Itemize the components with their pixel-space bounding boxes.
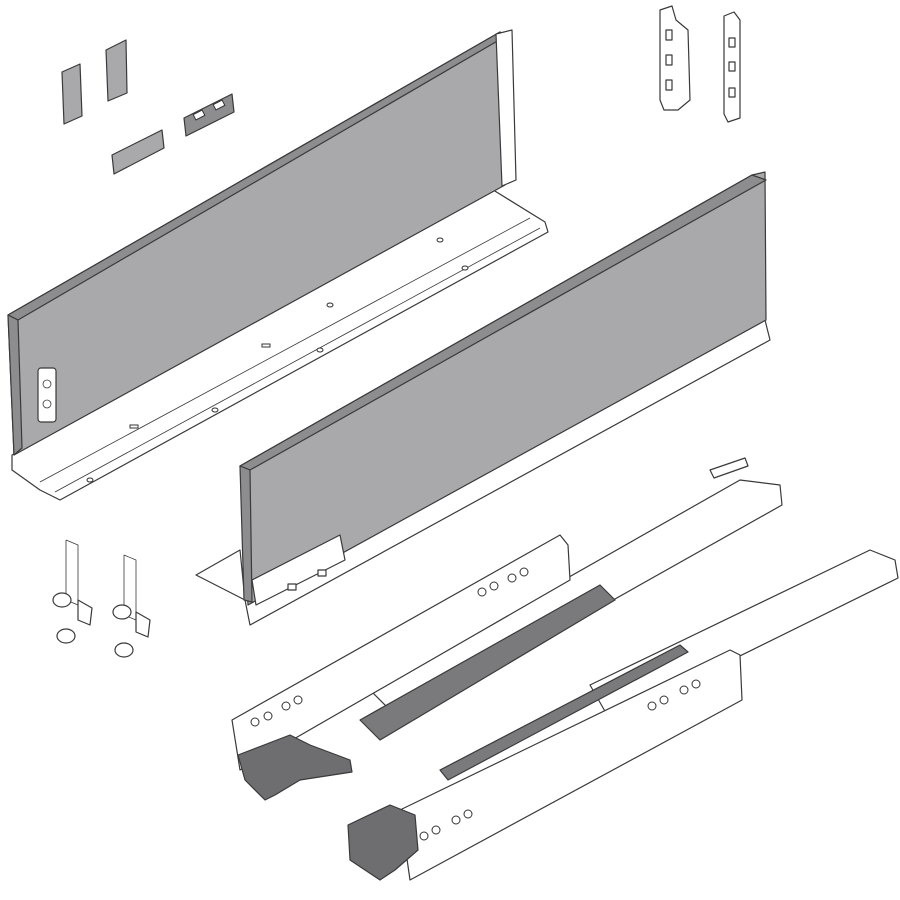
runner-lower-mechanism-strip xyxy=(439,644,689,781)
right-side-front-end xyxy=(239,465,253,603)
left-side-base-rail xyxy=(11,187,549,501)
cover-cap-1 xyxy=(61,63,83,125)
cover-cap-2 xyxy=(105,39,128,102)
bracket-hole xyxy=(665,79,673,91)
rear-bracket-left xyxy=(659,5,691,111)
cover-caps xyxy=(61,39,235,175)
bracket-hole xyxy=(728,37,736,48)
right-side-front-bracket xyxy=(251,534,346,606)
clip-slot xyxy=(192,109,206,121)
front-fixing-mount xyxy=(37,367,57,423)
runner-upper-tab xyxy=(709,457,749,479)
drawer-side-right xyxy=(195,171,771,626)
clip-slot xyxy=(212,99,226,111)
bracket-hole xyxy=(665,29,673,41)
left-side-front-end xyxy=(7,314,23,456)
cover-strip xyxy=(111,129,165,175)
runner-upper-locking-device xyxy=(237,734,353,801)
runner-lower-outer-rail xyxy=(399,649,743,881)
runner-lower-locking-device xyxy=(347,804,419,881)
runner-upper-holes xyxy=(250,567,529,727)
height-adapter-2 xyxy=(112,554,151,658)
rail-holes xyxy=(86,237,469,483)
height-adapter-1 xyxy=(52,539,93,644)
height-adapters xyxy=(52,539,151,658)
runner-upper xyxy=(231,457,783,801)
runner-lower-holes xyxy=(419,679,701,841)
bracket-hole xyxy=(728,87,736,98)
drawer-side-left xyxy=(7,29,549,501)
bracket-hole xyxy=(665,54,673,66)
runner-upper-mechanism xyxy=(359,584,616,741)
runner-lower xyxy=(347,549,899,881)
bracket-hole xyxy=(728,61,736,72)
rear-brackets xyxy=(659,5,741,123)
left-side-rear-end xyxy=(495,29,517,187)
front-fixing-clip xyxy=(183,93,235,137)
